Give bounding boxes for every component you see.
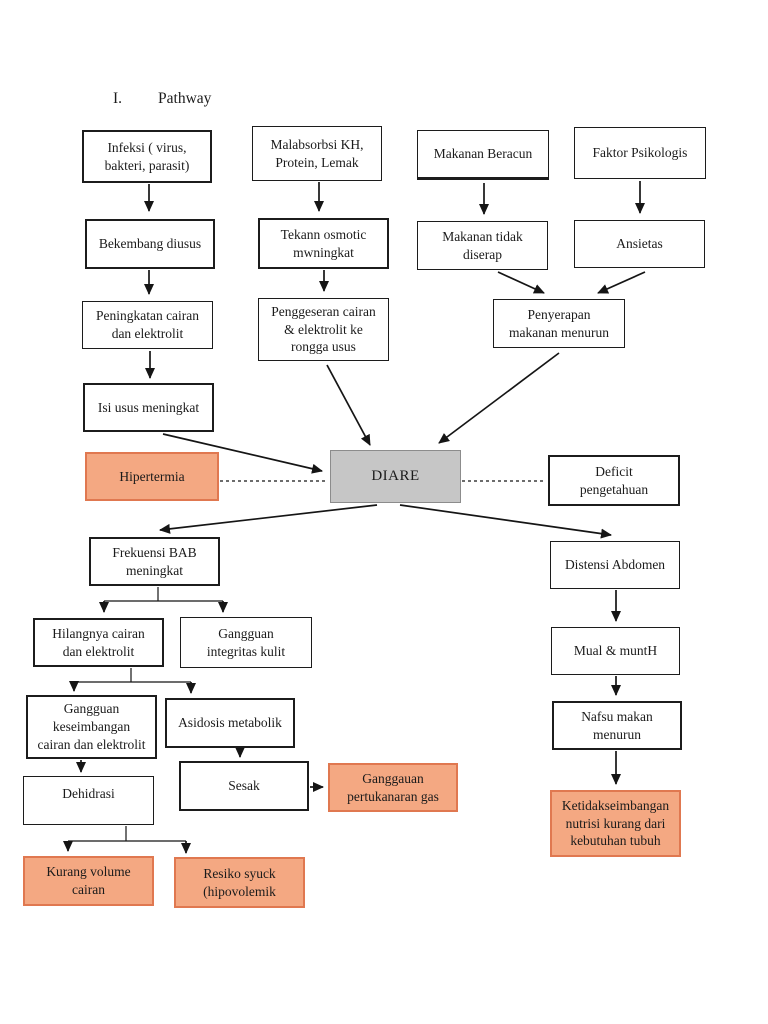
node-penyerapan-menurun: Penyerapan makanan menurun [493, 299, 625, 348]
node-penggeseran-cairan: Penggeseran cairan & elektrolit ke rongg… [258, 298, 389, 361]
node-distensi-abdomen: Distensi Abdomen [550, 541, 680, 589]
node-gangguan-keseimbangan: Gangguan keseimbangan cairan dan elektro… [26, 695, 157, 759]
node-dehidrasi: Dehidrasi [23, 776, 154, 825]
node-deficit-pengetahuan: Deficit pengetahuan [548, 455, 680, 506]
node-makanan-beracun: Makanan Beracun [417, 130, 549, 180]
node-bekembang-diusus: Bekembang diusus [85, 219, 215, 269]
node-isi-usus-meningkat: Isi usus meningkat [83, 383, 214, 432]
node-faktor-psikologis: Faktor Psikologis [574, 127, 706, 179]
node-kurang-volume-cairan: Kurang volume cairan [23, 856, 154, 906]
node-asidosis-metabolik: Asidosis metabolik [165, 698, 295, 748]
node-frekuensi-bab: Frekuensi BAB meningkat [89, 537, 220, 586]
node-ketidakseimbangan-nutrisi: Ketidakseimbangan nutrisi kurang dari ke… [550, 790, 681, 857]
node-hipertermia: Hipertermia [85, 452, 219, 501]
heading-text: Pathway [158, 90, 212, 107]
node-ansietas: Ansietas [574, 220, 705, 268]
node-hilangnya-cairan: Hilangnya cairan dan elektrolit [33, 618, 164, 667]
node-sesak: Sesak [179, 761, 309, 811]
node-peningkatan-cairan: Peningkatan cairan dan elektrolit [82, 301, 213, 349]
node-mual-muntah: Mual & muntH [551, 627, 680, 675]
node-tekanan-osmotic: Tekann osmotic mwningkat [258, 218, 389, 269]
node-gangguan-pertukaran-gas: Ganggauan pertukanaran gas [328, 763, 458, 812]
node-diare: DIARE [330, 450, 461, 503]
node-makanan-tidak-diserap: Makanan tidak diserap [417, 221, 548, 270]
node-resiko-syok-hipovolemik: Resiko syuck (hipovolemik [174, 857, 305, 908]
page-title: I. Pathway [113, 90, 211, 108]
node-infeksi: Infeksi ( virus, bakteri, parasit) [82, 130, 212, 183]
heading-numeral: I. [113, 90, 123, 107]
node-nafsu-makan-menurun: Nafsu makan menurun [552, 701, 682, 750]
node-malabsorbsi: Malabsorbsi KH, Protein, Lemak [252, 126, 382, 181]
node-gangguan-integritas-kulit: Gangguan integritas kulit [180, 617, 312, 668]
